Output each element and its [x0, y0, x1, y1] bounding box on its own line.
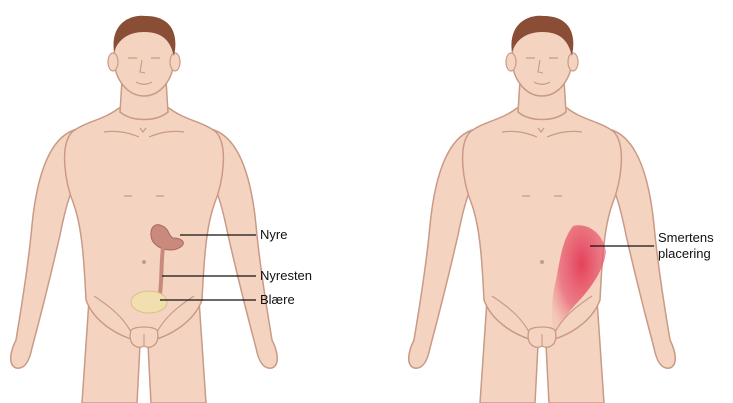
bladder-label: Blære	[260, 292, 295, 308]
kidney-stone-label: Nyresten	[260, 268, 312, 284]
pain-location-label-line1: Smertens	[658, 230, 714, 246]
pain-location-label-line2: placering	[658, 246, 711, 262]
ureter-tube	[160, 248, 163, 294]
bladder-shape	[131, 291, 167, 313]
left-body-figure	[11, 16, 278, 403]
kidney-label: Nyre	[260, 227, 287, 243]
right-body-figure	[409, 16, 676, 403]
